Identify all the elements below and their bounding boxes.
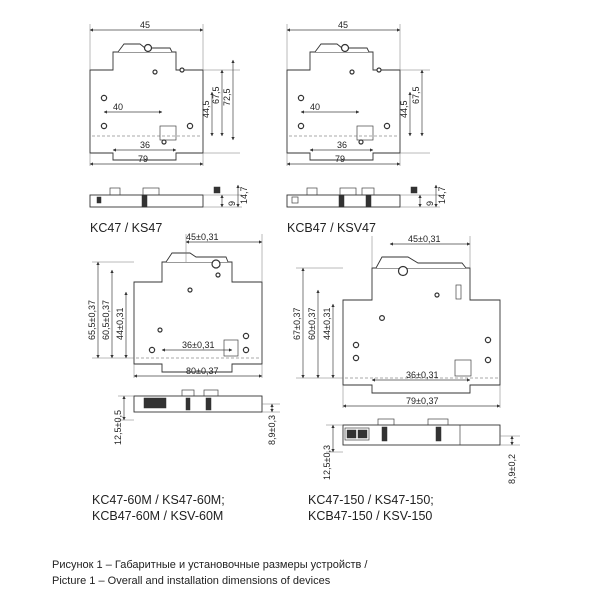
kc47-60m-front-view: 45±0,31 36±0,31 80±0,37 65,5±0,37 60,5±0… xyxy=(87,232,263,378)
kc47-150-dim-12-5: 12,5±0,3 xyxy=(322,445,332,480)
kc47-60m-side-view: 12,5±0,5 8,9±0,3 KC47-60M / KS47-60M; KC… xyxy=(92,389,280,523)
kc47-150-dim-36: 36±0,31 xyxy=(406,370,438,380)
kc47-60m-dim-8-9: 8,9±0,3 xyxy=(267,415,277,445)
kc47-150-label-line1: KC47-150 / KS47-150; xyxy=(308,493,434,507)
kc47-150-label-line2: KCB47-150 / KSV-150 xyxy=(308,509,432,523)
kcb47-dim-67-5: 67,5 xyxy=(411,86,421,104)
kc47-60m-dim-80: 80±0,37 xyxy=(186,366,218,376)
kc47-60m-dim-width-top: 45±0,31 xyxy=(186,232,218,242)
kc47-label: KC47 / KS47 xyxy=(90,221,162,235)
kc47-dim-14-7: 14,7 xyxy=(239,186,249,204)
kcb47-dim-9: 9 xyxy=(425,201,435,206)
kc47-dim-40: 40 xyxy=(113,102,123,112)
kcb47-dim-14-7: 14,7 xyxy=(437,186,447,204)
kcb47-front-view: 45 40 36 79 44,5 67,5 xyxy=(286,20,430,166)
kc47-dim-72-5: 72,5 xyxy=(222,88,232,106)
kc47-60m-dim-36: 36±0,31 xyxy=(182,340,214,350)
kc47-60m-dim-60-5: 60,5±0,37 xyxy=(101,300,111,340)
kc47-dim-9: 9 xyxy=(227,201,237,206)
kc47-150-dim-60: 60±0,37 xyxy=(307,308,317,340)
kc47-150-dim-67: 67±0,37 xyxy=(292,308,302,340)
kcb47-dim-79: 79 xyxy=(335,154,345,164)
kc47-dim-79: 79 xyxy=(138,154,148,164)
kc47-dim-width-top: 45 xyxy=(140,20,150,30)
kcb47-dim-40: 40 xyxy=(310,102,320,112)
kc47-dim-36: 36 xyxy=(140,140,150,150)
kc47-dim-44-5: 44,5 xyxy=(201,100,211,118)
kc47-60m-label-line2: KCB47-60M / KSV-60M xyxy=(92,509,223,523)
kc47-front-view: 45 40 36 79 44,5 67,5 72,5 xyxy=(89,20,240,166)
kc47-150-dim-44: 44±0,31 xyxy=(322,308,332,340)
kc47-dim-67-5: 67,5 xyxy=(211,86,221,104)
caption-line-2: Picture 1 – Overall and installation dim… xyxy=(52,575,331,587)
kc47-150-front-view: 45±0,31 36±0,31 79±0,37 67±0,37 60±0,37 … xyxy=(292,234,501,408)
kcb47-label: KCB47 / KSV47 xyxy=(287,221,376,235)
kcb47-dim-width-top: 45 xyxy=(338,20,348,30)
caption-line-1: Рисунок 1 – Габаритные и установочные ра… xyxy=(52,559,368,571)
kcb47-side-view: 9 14,7 KCB47 / KSV47 xyxy=(286,184,447,235)
kc47-150-dim-79: 79±0,37 xyxy=(406,396,438,406)
kcb47-dim-44-5: 44,5 xyxy=(399,100,409,118)
kc47-60m-dim-65-5: 65,5±0,37 xyxy=(87,300,97,340)
kc47-150-side-view: 12,5±0,3 8,9±0,2 KC47-150 / KS47-150; KC… xyxy=(308,418,520,523)
kc47-60m-dim-44: 44±0,31 xyxy=(115,308,125,340)
kc47-60m-label-line1: KC47-60M / KS47-60M; xyxy=(92,493,225,507)
kc47-150-dim-width-top: 45±0,31 xyxy=(408,234,440,244)
kc47-60m-dim-12-5: 12,5±0,5 xyxy=(113,410,123,445)
kc47-150-dim-8-9: 8,9±0,2 xyxy=(507,454,517,484)
kcb47-dim-36: 36 xyxy=(337,140,347,150)
kc47-side-view: 9 14,7 KC47 / KS47 xyxy=(89,184,249,235)
